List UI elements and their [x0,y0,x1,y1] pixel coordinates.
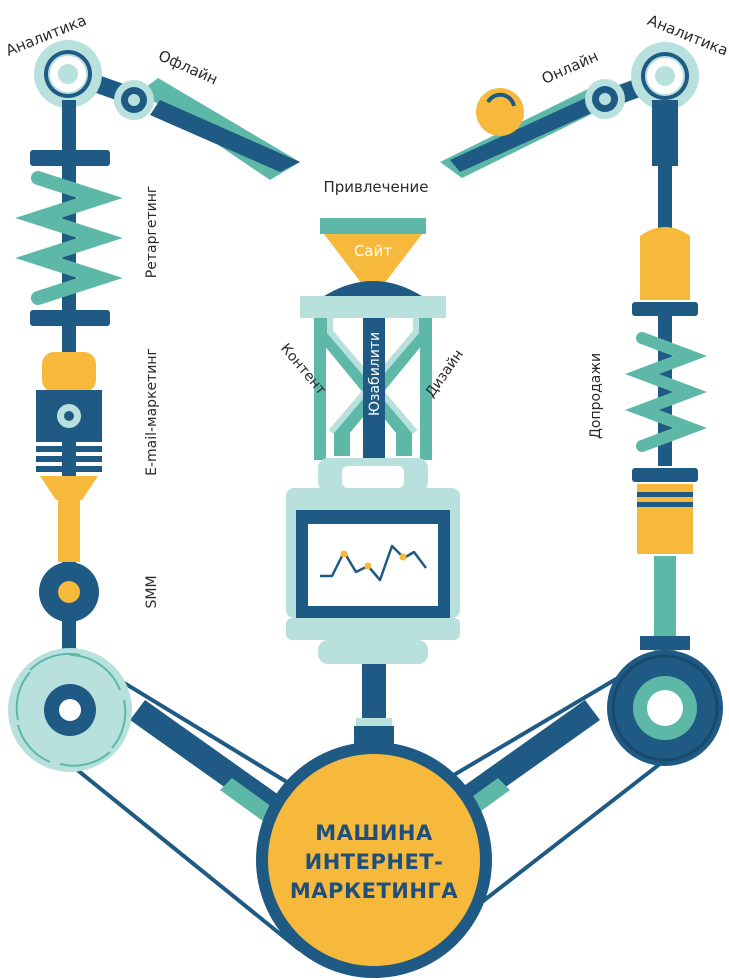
right-analytics-pulley [631,42,699,110]
core-title-line-2: ИНТЕРНЕТ- [305,850,444,874]
marketing-machine-core [256,742,492,978]
label-site: Сайт [354,242,392,260]
label-online: Онлайн [539,47,601,88]
core-title-line-1: МАШИНА [315,821,433,845]
label-attraction: Привлечение [323,178,428,196]
line-chart-icon [320,544,427,582]
right-upsell-shock [637,484,693,656]
engine-block [286,458,460,664]
label-email-marketing: E-mail-маркетинг [144,348,160,476]
label-upsell: Допродажи [588,353,604,439]
left-analytics-pulley [34,40,102,108]
label-smm: SMM [144,575,160,608]
core-connector [354,664,394,748]
left-turbine [8,648,132,772]
right-online-pulley [585,79,625,119]
left-retargeting-spring [15,171,123,305]
left-email-shock [36,352,102,562]
label-offline: Офлайн [156,46,221,88]
left-offline-pulley [114,80,154,120]
yellow-ball [476,88,524,136]
center-hinge [300,281,446,318]
right-upsell-spring [624,332,708,452]
label-usability: Юзабилити [367,332,383,416]
right-column [632,100,698,482]
core-title-line-3: МАРКЕТИНГА [290,879,458,903]
left-smm-wheel [39,562,99,622]
right-arm [440,70,665,178]
right-drive-wheel [607,650,723,766]
label-retargeting: Ретаргетинг [144,186,160,278]
usability-bar [363,318,385,460]
